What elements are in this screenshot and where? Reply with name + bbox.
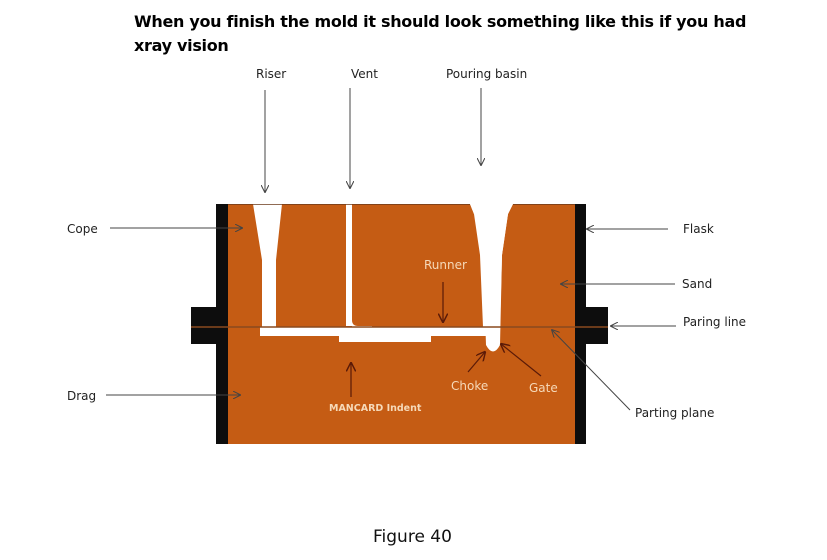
figure-caption: Figure 40 <box>373 527 452 547</box>
label-sand: Sand <box>682 277 713 291</box>
riser-cavity <box>253 204 282 327</box>
label-paring-line: Paring line <box>683 315 747 329</box>
sprue-cavity <box>470 204 513 352</box>
label-mancard-indent: MANCARD Indent <box>329 403 422 414</box>
vent-cavity <box>346 204 352 326</box>
label-vent: Vent <box>351 67 378 81</box>
label-parting-plane: Parting plane <box>635 406 715 420</box>
label-pouring-basin: Pouring basin <box>446 67 528 81</box>
flask <box>191 204 608 444</box>
runner-cavity <box>260 327 500 336</box>
label-choke: Choke <box>451 379 489 393</box>
label-riser: Riser <box>256 67 287 81</box>
label-drag: Drag <box>67 389 97 403</box>
label-cope: Cope <box>67 222 98 236</box>
mancard-indent-cavity <box>339 336 431 342</box>
label-runner: Runner <box>424 258 467 272</box>
label-gate: Gate <box>529 381 558 395</box>
inside-arrows <box>351 282 542 397</box>
sand <box>228 204 575 444</box>
page-title: When you finish the mold it should look … <box>134 12 747 55</box>
cavities <box>253 204 513 352</box>
label-flask: Flask <box>683 222 714 236</box>
outside-arrows <box>106 88 676 411</box>
